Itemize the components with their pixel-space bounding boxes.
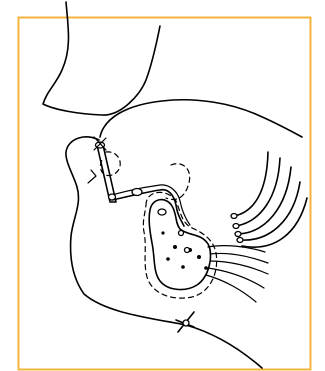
upper-contour (43, 2, 160, 115)
suture-knot-bottom (183, 320, 189, 326)
pouch-ring (185, 248, 190, 253)
pouch-dot (181, 265, 185, 269)
body-lower-outline (66, 137, 262, 368)
suture-knot-middle (132, 189, 142, 196)
pouch-inner-ring (158, 209, 166, 215)
pouch-dot (173, 245, 177, 249)
fiber-end-ring (231, 214, 237, 219)
pouch-dot (197, 255, 201, 259)
pouch-envelope-dashed (143, 192, 216, 298)
pouch-dot (204, 266, 208, 270)
body-outline (100, 100, 302, 137)
pouch-dot (161, 231, 164, 234)
pouch-ring (179, 231, 184, 236)
fiber-strand (210, 261, 268, 274)
fiber-end-ring (233, 224, 239, 229)
suture-knot-lower (109, 194, 116, 200)
arched-fiber (234, 152, 268, 216)
fiber-end-ring (237, 238, 243, 243)
fiber-end-ring (235, 232, 241, 237)
pouch-dot (166, 257, 170, 261)
suture-arrow (88, 170, 96, 183)
